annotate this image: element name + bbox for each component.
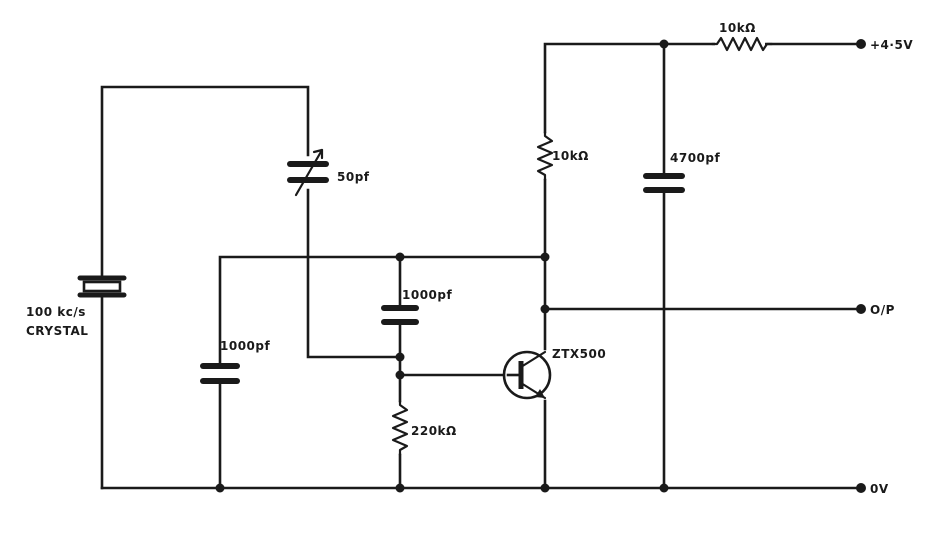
wire-collector-top — [543, 42, 860, 134]
base-resistor-label: 220kΩ — [411, 424, 457, 438]
wire-emitter-node — [218, 255, 547, 367]
coupling-capacitor: 1000pf — [381, 288, 452, 325]
output-terminal-label: O/P — [870, 303, 895, 317]
decoupling-capacitor-label: 4700pf — [670, 151, 720, 165]
trimmer-capacitor: 50pf — [287, 148, 370, 197]
left-capacitor: 1000pf — [200, 339, 270, 384]
crystal-frequency-label: 100 kc/s — [26, 305, 86, 319]
wiring — [100, 42, 860, 490]
wire-trimmer-to-base-node — [306, 188, 402, 359]
crystal-label: CRYSTAL — [26, 324, 88, 338]
trimmer-capacitor-label: 50pf — [337, 170, 370, 184]
ground-terminal-label: 0V — [870, 482, 889, 496]
collector-resistor: 10kΩ — [536, 130, 589, 182]
output-terminal: O/P — [856, 303, 895, 317]
crystal: 100 kc/s CRYSTAL — [26, 275, 127, 338]
supply-resistor-label: 10kΩ — [719, 21, 756, 35]
transistor-label: ZTX500 — [552, 347, 606, 361]
decoupling-capacitor: 4700pf — [643, 151, 720, 193]
junction-dots — [215, 39, 669, 493]
left-capacitor-label: 1000pf — [220, 339, 270, 353]
ground-terminal: 0V — [856, 482, 889, 496]
wire-crystal-top-loop — [100, 85, 310, 278]
base-resistor: 220kΩ — [391, 399, 457, 457]
supply-terminal-label: +4·5V — [870, 38, 913, 52]
supply-resistor: 10kΩ — [710, 21, 774, 52]
coupling-capacitor-label: 1000pf — [402, 288, 452, 302]
collector-resistor-label: 10kΩ — [552, 149, 589, 163]
supply-terminal: +4·5V — [856, 38, 913, 52]
transistor: ZTX500 — [502, 347, 606, 400]
